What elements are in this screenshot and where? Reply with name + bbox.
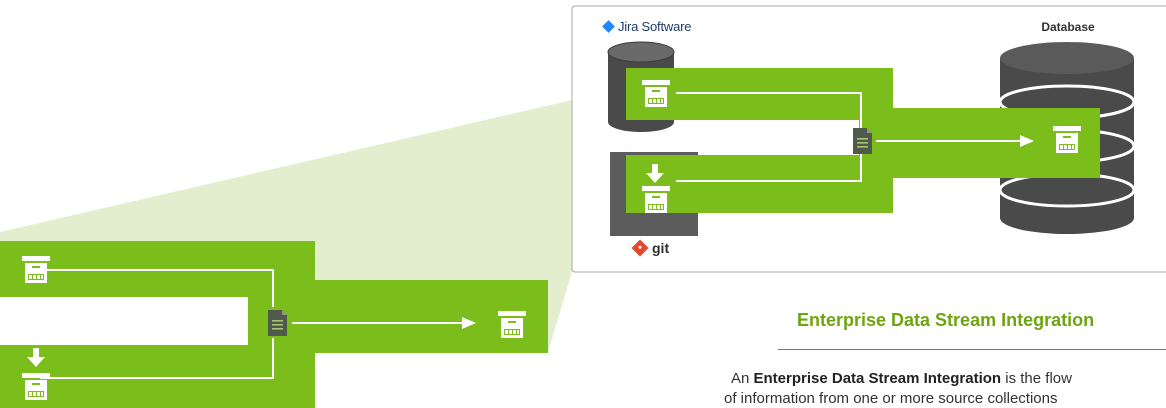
database-label: Database	[1041, 20, 1095, 34]
archive-box-icon	[1053, 126, 1081, 153]
archive-box-icon	[22, 373, 50, 400]
jira-diamond-icon	[602, 20, 615, 33]
git-text: git	[652, 240, 670, 256]
jira-software-label: Jira Software	[602, 19, 692, 34]
title-divider	[778, 349, 1166, 350]
target-database-cylinder	[998, 42, 1136, 234]
document-icon	[268, 310, 287, 336]
document-icon	[853, 128, 872, 154]
archive-box-icon	[642, 80, 670, 107]
article-lead-line: An Enterprise Data Stream Integration is…	[731, 370, 1072, 388]
lead-suffix: is the flow	[1001, 370, 1072, 387]
section-title: Enterprise Data Stream Integration	[797, 310, 1095, 330]
archive-box-icon	[498, 311, 526, 338]
lead-prefix: An	[731, 370, 754, 387]
archive-box-icon	[642, 186, 670, 213]
large-flow-diagram	[626, 68, 1100, 213]
lead-bold: Enterprise Data Stream Integration	[753, 370, 1002, 387]
jira-software-text: Jira Software	[618, 19, 692, 34]
git-logo-icon	[631, 239, 649, 257]
git-label: git	[631, 239, 670, 257]
small-flow-diagram	[0, 241, 548, 408]
article-second-line: of information from one or more source c…	[724, 390, 1058, 407]
archive-box-icon	[22, 256, 50, 283]
